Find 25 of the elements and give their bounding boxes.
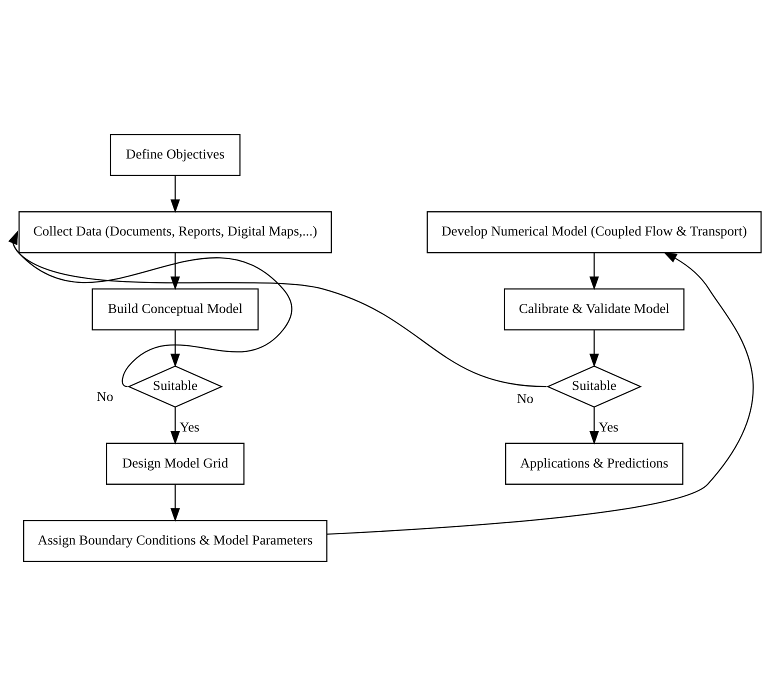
node-box: Define Objectives [110, 134, 240, 176]
edge-label: Yes [180, 419, 200, 434]
arrow [170, 407, 180, 445]
node-box: Applications & Predictions [505, 442, 684, 485]
arrow [589, 253, 599, 290]
arrow [589, 407, 599, 445]
node-box: Calibrate & Validate Model [504, 288, 684, 330]
node-diamond: Suitable [546, 366, 642, 408]
node-box: Collect Data (Documents, Reports, Digital Maps,...) [18, 211, 332, 254]
node-box: Design Model Grid [106, 442, 244, 485]
node-diamond: Suitable [127, 366, 223, 408]
arrow [589, 330, 599, 368]
edge-label: No [516, 391, 534, 406]
arrow [170, 176, 180, 213]
edge-label: No [96, 388, 114, 404]
edge-label: Yes [598, 419, 618, 434]
arrow [170, 253, 180, 290]
node-box: Develop Numerical Model (Coupled Flow & Transport) [426, 211, 762, 254]
arrow [8, 230, 547, 388]
arrow [170, 484, 180, 522]
node-box: Assign Boundary Conditions & Model Parameters [23, 520, 328, 562]
arrow [170, 330, 180, 368]
arrow [326, 252, 754, 535]
node-box: Build Conceptual Model [92, 288, 259, 330]
arrow [8, 230, 292, 388]
